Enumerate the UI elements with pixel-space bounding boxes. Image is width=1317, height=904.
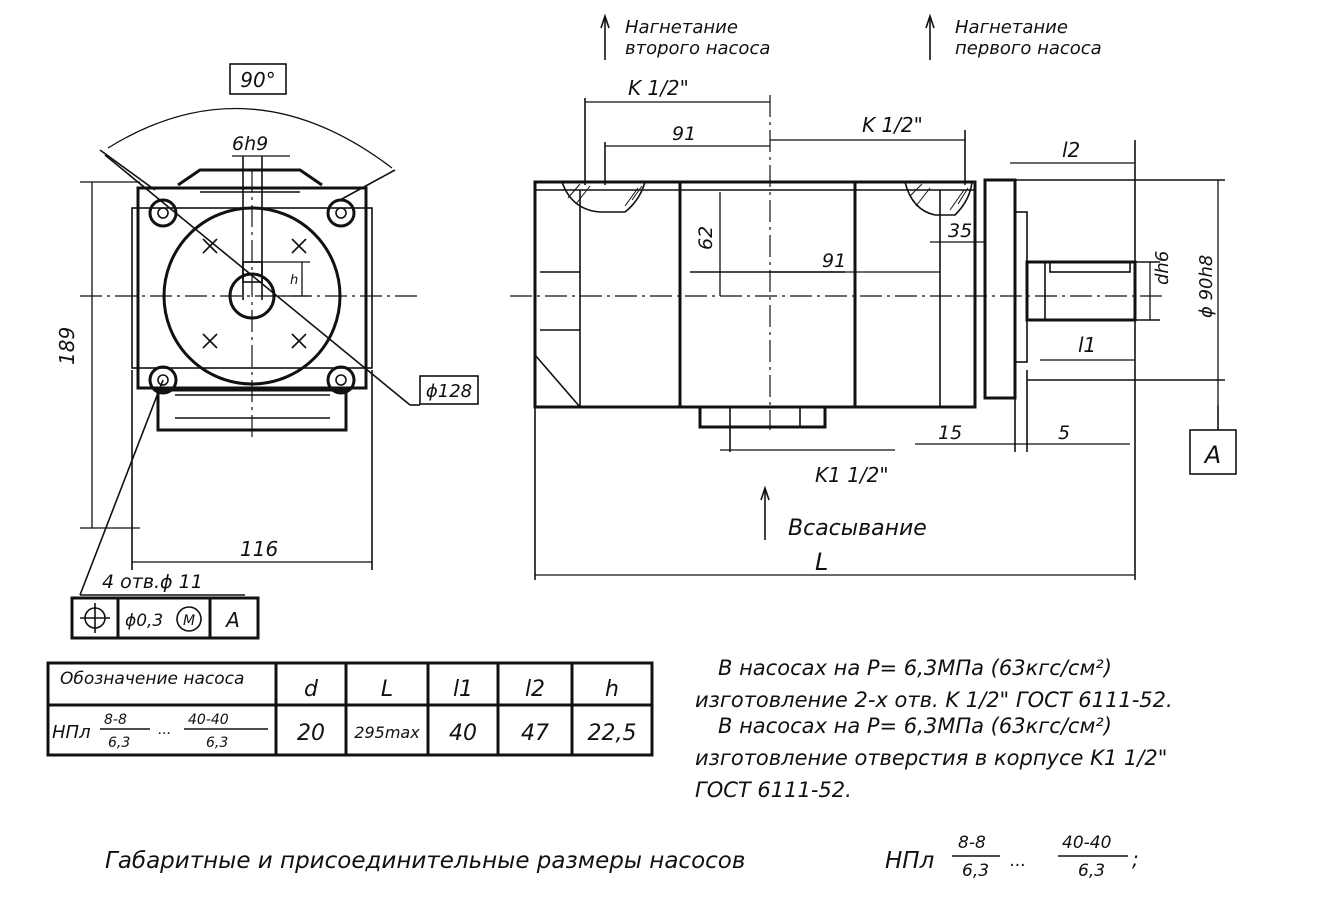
angle-arc — [107, 107, 393, 169]
angle-label: 90° — [240, 68, 275, 92]
note-line-1: В насосах на P= 6,3МПа (63кгс/см²) — [718, 656, 1112, 680]
caption-dots: ... — [1010, 851, 1026, 871]
l1-label: l1 — [1078, 333, 1096, 357]
note-line-3: В насосах на P= 6,3МПа (63кгс/см²) — [718, 714, 1112, 738]
position-tolerance-frame: ϕ0,3 M A — [70, 596, 260, 640]
height-label: 189 — [55, 327, 79, 365]
h-label: h — [290, 273, 298, 288]
dim-35: 35 — [948, 220, 972, 242]
table-cell-l2: 47 — [521, 721, 549, 746]
table-row-dots: ... — [158, 722, 171, 738]
discharge-second-line1: Нагнетание — [625, 17, 738, 38]
table-row-frac1-num: 8-8 — [104, 712, 127, 728]
table-cell-h: 22,5 — [588, 721, 637, 746]
angle-frame — [229, 63, 287, 95]
table-header-l1: l1 — [453, 677, 473, 702]
caption: Габаритные и присоединительные размеры н… — [105, 833, 1139, 881]
dim-62: 62 — [695, 226, 717, 250]
note-line-4: изготовление отверстия в корпусе K1 1/2" — [695, 746, 1167, 770]
key-label: 6h9 — [232, 133, 268, 155]
dim-5: 5 — [1058, 422, 1070, 444]
bolt-holes — [148, 198, 356, 395]
pump-housing — [533, 180, 977, 409]
width-label: 116 — [240, 537, 278, 561]
caption-frac1-den: 6,3 — [962, 861, 989, 881]
side-view: Нагнетание второго насоса Нагнетание пер… — [510, 13, 1237, 580]
caption-pump: НПл — [885, 848, 935, 874]
end-view: 90° 6h9 — [55, 63, 479, 640]
note-line-2: изготовление 2-х отв. K 1/2" ГОСТ 6111-5… — [695, 688, 1173, 712]
note-line-5: ГОСТ 6111-52. — [695, 778, 852, 802]
table-row-frac2-den: 6,3 — [206, 735, 228, 751]
table-header-designation: Обозначение насоса — [60, 669, 244, 689]
port-left-section — [560, 181, 647, 213]
table-header-L: L — [381, 677, 393, 702]
caption-main: Габаритные и присоединительные размеры н… — [105, 848, 745, 874]
table-header-l2: l2 — [525, 677, 545, 702]
suction-label: Всасывание — [788, 516, 927, 541]
port-bottom-label: K1 1/2" — [815, 463, 889, 487]
shaft — [1025, 260, 1137, 322]
table-row-designation: НПл — [52, 722, 91, 743]
caption-frac2-den: 6,3 — [1078, 861, 1105, 881]
port-top-right-label: K 1/2" — [862, 113, 923, 137]
tolerance-modifier: M — [183, 613, 195, 629]
discharge-first-line2: первого насоса — [955, 38, 1102, 59]
discharge-first-line1: Нагнетание — [955, 17, 1068, 38]
dim-91-mid: 91 — [822, 250, 846, 272]
table-cell-l1: 40 — [449, 721, 477, 746]
caption-frac1-num: 8-8 — [958, 833, 986, 853]
phi90-label: ϕ 90h8 — [1196, 255, 1217, 318]
table-header-d: d — [304, 677, 319, 702]
caption-frac2-num: 40-40 — [1062, 833, 1111, 853]
housing-foot — [698, 405, 827, 429]
table-header-h: h — [605, 677, 619, 702]
datum-a-label: A — [1203, 441, 1221, 469]
l2-label: l2 — [1062, 138, 1080, 162]
diameter-label: ϕ128 — [426, 381, 472, 402]
table-row-frac1-den: 6,3 — [108, 735, 130, 751]
mount-flange — [983, 178, 1017, 400]
dim-91-top: 91 — [672, 123, 696, 145]
discharge-second-line2: второго насоса — [625, 38, 770, 59]
dh6-label: dh6 — [1152, 251, 1173, 285]
notes: В насосах на P= 6,3МПа (63кгс/см²) изгот… — [695, 656, 1173, 802]
datum-a-frame — [1189, 429, 1237, 475]
L-label: L — [815, 548, 828, 576]
table-cell-d: 20 — [297, 721, 325, 746]
caption-end: ; — [1132, 847, 1139, 871]
dim-15: 15 — [938, 422, 962, 444]
tolerance-value: ϕ0,3 — [125, 611, 163, 631]
diameter-frame — [419, 375, 479, 405]
holes-label: 4 отв.ϕ 11 — [102, 571, 203, 593]
table-row-frac2-num: 40-40 — [188, 712, 229, 728]
pump-table: Обозначение насоса d L l1 l2 h НПл 8-8 6… — [46, 661, 654, 757]
tolerance-datum: A — [224, 608, 240, 632]
port-right-section — [903, 181, 973, 216]
table-cell-L: 295max — [354, 723, 420, 742]
port-top-left-label: K 1/2" — [628, 76, 689, 100]
